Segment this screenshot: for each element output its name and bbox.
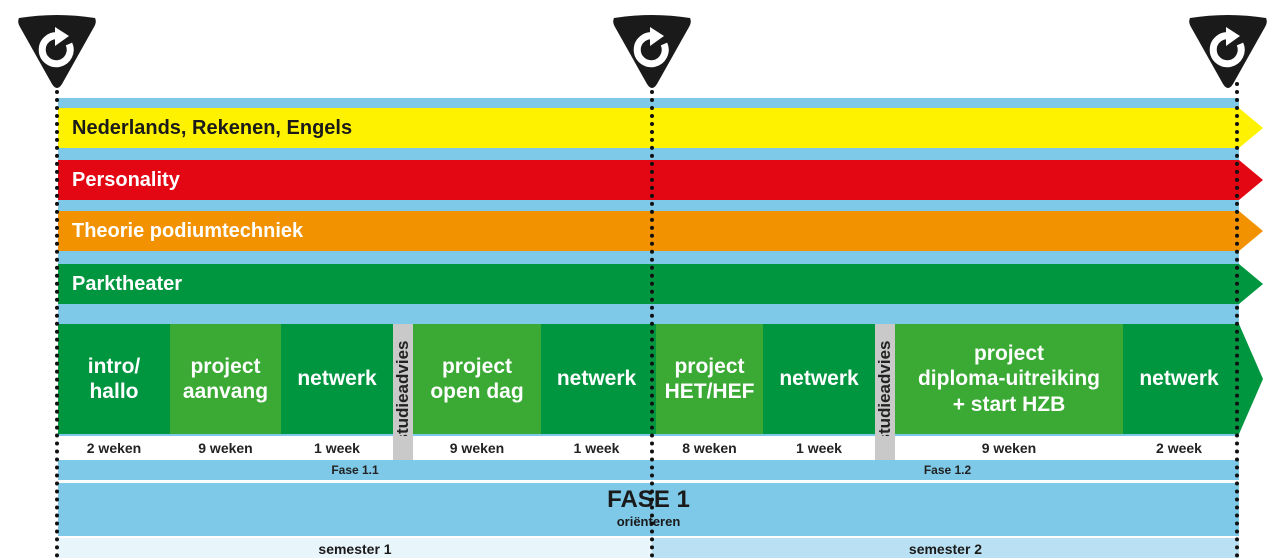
module-netwerk-2: netwerk xyxy=(541,324,652,434)
module-intro-hallo: intro/hallo xyxy=(58,324,170,434)
stream-label: Parktheater xyxy=(72,273,183,295)
phase-label-1-1: Fase 1.1 xyxy=(331,463,379,477)
stream-bar-theorie-podiumtechniek: Theorie podiumtechniek xyxy=(58,211,1263,251)
module-netwerk-4: netwerk xyxy=(1139,367,1219,391)
duration-label: 1 week xyxy=(573,440,620,456)
duration-label: 1 week xyxy=(796,440,842,456)
module-netwerk-3: netwerk xyxy=(763,324,875,434)
duration-label: 9 weken xyxy=(981,440,1037,456)
studieadvies-label: studieadvies xyxy=(393,340,412,444)
semester-1: semester 1 xyxy=(58,538,652,558)
stream-label: Personality xyxy=(72,169,180,191)
duration-label: 9 weken xyxy=(449,440,505,456)
stream-bar-nederlands-rekenen-engels: Nederlands, Rekenen, Engels xyxy=(58,108,1263,148)
module-netwerk-1: netwerk xyxy=(281,324,393,434)
separator xyxy=(58,480,1239,483)
main-phase-title: FASE 1 xyxy=(607,486,690,513)
phase-label-1-2: Fase 1.2 xyxy=(923,463,972,477)
divider-line-start xyxy=(55,82,59,558)
divider-line-middle xyxy=(650,82,654,558)
main-phase-subtitle: oriënteren xyxy=(616,514,681,529)
studieadvies-spacer-1 xyxy=(393,436,413,460)
duration-label: 1 week xyxy=(314,440,360,456)
duration-label: 9 weken xyxy=(198,440,253,456)
studieadvies-marker-1: studieadvies xyxy=(393,324,413,460)
divider-line-end xyxy=(1235,82,1239,558)
stream-label: Nederlands, Rekenen, Engels xyxy=(72,117,353,139)
cycle-icon xyxy=(18,15,96,88)
cycle-icon xyxy=(1189,15,1267,88)
studieadvies-marker-2: studieadvies xyxy=(875,324,895,460)
main-phase-block: FASE 1 oriënteren xyxy=(58,484,1239,536)
stream-label: Theorie podiumtechniek xyxy=(72,220,304,242)
studieadvies-spacer-2 xyxy=(875,436,895,460)
cycle-icon xyxy=(613,15,691,88)
stream-bar-personality: Personality xyxy=(58,160,1263,200)
duration-label: 8 weken xyxy=(682,440,737,456)
duration-row xyxy=(58,436,1239,460)
duration-label: 2 week xyxy=(1156,440,1202,456)
stream-bar-parktheater: Parktheater xyxy=(58,264,1263,304)
studieadvies-label: studieadvies xyxy=(875,340,894,444)
duration-label: 2 weken xyxy=(86,440,142,456)
semester-2: semester 2 xyxy=(652,538,1239,558)
